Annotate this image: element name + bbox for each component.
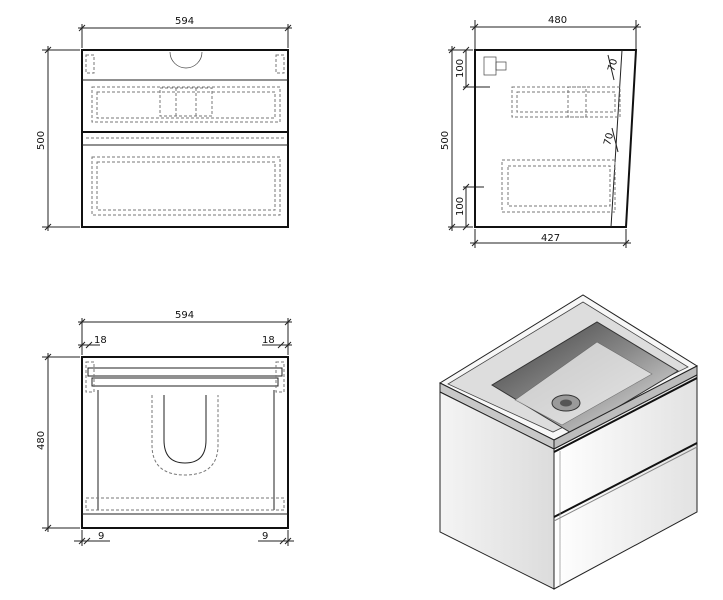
tick-mark — [284, 537, 292, 545]
tick-mark — [462, 183, 470, 191]
tick-mark — [85, 341, 93, 349]
tick-mark — [78, 318, 86, 326]
right-top-offset-label: 18 — [262, 335, 275, 346]
tick-mark — [462, 223, 470, 231]
side-cabinet-outline — [474, 49, 638, 228]
top-drawer-gap — [553, 377, 698, 453]
tick-mark — [284, 24, 292, 32]
left-bottom-offset-label: 9 — [98, 531, 104, 542]
tick-mark — [44, 223, 52, 231]
front-width-label: 594 — [175, 16, 194, 27]
top-width-label: 594 — [175, 310, 194, 321]
lower-drawer-hidden — [91, 156, 281, 216]
lower-angle-label: 70 — [602, 132, 616, 147]
bracket-right — [275, 54, 285, 74]
tick-mark — [44, 524, 52, 532]
tick-mark — [78, 341, 86, 349]
upper-drawer-inner — [96, 91, 276, 119]
tick-mark — [471, 23, 479, 31]
tick-mark — [448, 46, 456, 54]
tick-mark — [622, 239, 630, 247]
wall-bracket — [483, 56, 497, 76]
upper-drawer-side-inner — [516, 91, 616, 113]
bottom-offset-label: 100 — [455, 197, 466, 216]
isometric-view — [438, 294, 699, 590]
tick-mark — [277, 341, 285, 349]
tick-mark — [471, 239, 479, 247]
siphon-cutout-outer — [151, 395, 219, 476]
tick-mark — [462, 83, 470, 91]
siphon-cutout-inner — [163, 395, 207, 464]
upper-angle-label: 70 — [606, 58, 620, 73]
wall-bracket-tab — [495, 61, 507, 71]
left-top-offset-label: 18 — [94, 335, 107, 346]
back-rail-inner — [91, 377, 279, 387]
side-height-label: 500 — [440, 131, 451, 150]
tick-mark — [44, 46, 52, 54]
tick-mark — [78, 537, 86, 545]
lower-drawer-side-hidden — [501, 159, 616, 213]
tick-mark — [83, 537, 91, 545]
right-bottom-offset-label: 9 — [262, 531, 268, 542]
top-offset-label: 100 — [455, 59, 466, 78]
tick-mark — [279, 537, 287, 545]
dimension-line — [607, 54, 615, 81]
front-rail-hidden — [85, 497, 285, 511]
side-view: 480 500 100 100 70 — [440, 15, 641, 248]
tick-mark — [44, 353, 52, 361]
back-rail — [87, 367, 283, 377]
side-depth-label: 480 — [548, 15, 567, 26]
drain-hole — [560, 399, 572, 407]
lower-drawer-side-inner — [507, 165, 611, 207]
front-view: 594 500 — [36, 16, 292, 231]
front-cabinet-outline — [81, 49, 289, 228]
upper-drawer-side-hidden — [511, 86, 621, 118]
base-depth-label: 427 — [541, 233, 560, 244]
front-height-label: 500 — [36, 131, 47, 150]
sink-outline — [169, 51, 203, 69]
tick-mark — [284, 341, 292, 349]
dimension-line — [611, 127, 619, 153]
tick-mark — [462, 46, 470, 54]
bracket-left — [85, 54, 95, 74]
tick-mark — [284, 318, 292, 326]
drawer-divider-shadow — [553, 446, 698, 522]
cabinet-front-panel — [553, 374, 698, 590]
top-cabinet-outline — [81, 356, 289, 529]
tick-mark — [448, 223, 456, 231]
basin-floor — [514, 341, 653, 426]
siphon-side-hidden — [567, 86, 587, 118]
tick-mark — [632, 23, 640, 31]
tick-mark — [78, 24, 86, 32]
bracket-left-top — [85, 361, 95, 393]
upper-drawer-hidden — [91, 86, 281, 123]
siphon-hidden — [159, 87, 213, 117]
top-depth-label: 480 — [36, 431, 47, 450]
lower-drawer-inner — [96, 161, 276, 211]
bracket-right-top — [275, 361, 285, 393]
front-panel-edge — [610, 49, 623, 228]
drawer-divider-gap — [553, 442, 698, 518]
top-view: 594 18 18 480 9 — [36, 310, 294, 546]
